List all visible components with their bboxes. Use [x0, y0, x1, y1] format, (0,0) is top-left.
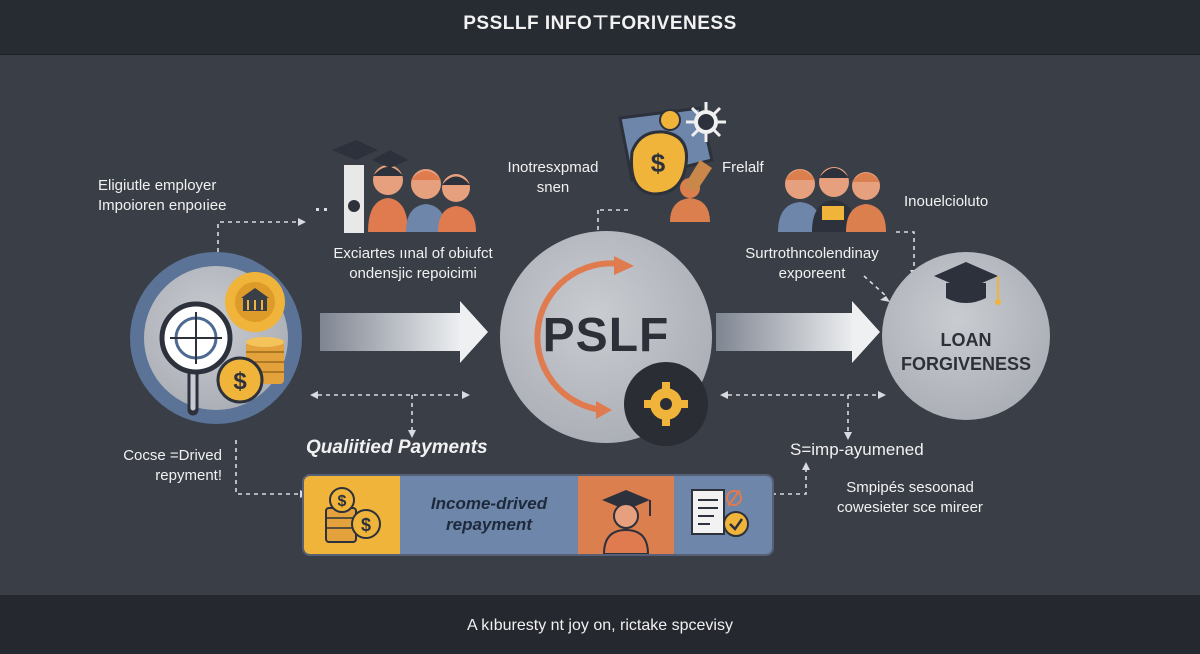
magnifier-icon — [159, 301, 233, 416]
arrow-left — [320, 301, 488, 363]
page-title: PSSLLF INFO⊤FORIVENESS — [463, 13, 737, 34]
grad-cap-icon — [934, 262, 1001, 305]
svg-text:$: $ — [233, 368, 247, 395]
dashed-connectors — [217, 209, 915, 495]
svg-text:$: $ — [651, 148, 666, 178]
svg-text:$: $ — [361, 515, 371, 535]
inclusion-label: Inouelcioluto — [904, 193, 989, 210]
gear-icon — [624, 362, 708, 446]
graduates-icon — [332, 140, 476, 233]
panel-coins-segment: $ $ — [304, 476, 400, 554]
arrow-right — [716, 301, 880, 363]
document-check-icon — [691, 489, 749, 537]
svg-text:$: $ — [338, 493, 347, 510]
footer-bar: A kıburesty nt joy on, rictake spcevisy — [0, 595, 1200, 654]
panel-document-segment — [674, 476, 772, 554]
pslf-node-label: PSLF — [542, 309, 670, 362]
dollar-icon: $ — [216, 356, 264, 404]
qualified-payments-label: Qualiitied Payments — [306, 437, 488, 458]
panel-graduate-segment — [578, 476, 674, 554]
stack-coins-icon: $ $ — [325, 487, 381, 543]
people-icon — [778, 167, 886, 232]
relief-label: Frelalf — [722, 159, 764, 176]
graduate-icon — [602, 490, 651, 554]
header-bar: PSSLLF INFO⊤FORIVENESS — [0, 0, 1200, 55]
money-bag-icon: $ — [618, 102, 726, 222]
simple-payment-label: S=imp-ayumened — [790, 440, 924, 459]
bank-gear-icon — [225, 272, 285, 332]
loan-forgiveness-circle — [882, 252, 1050, 420]
footer-caption: A kıburesty nt joy on, rictake spcevisy — [467, 617, 733, 634]
